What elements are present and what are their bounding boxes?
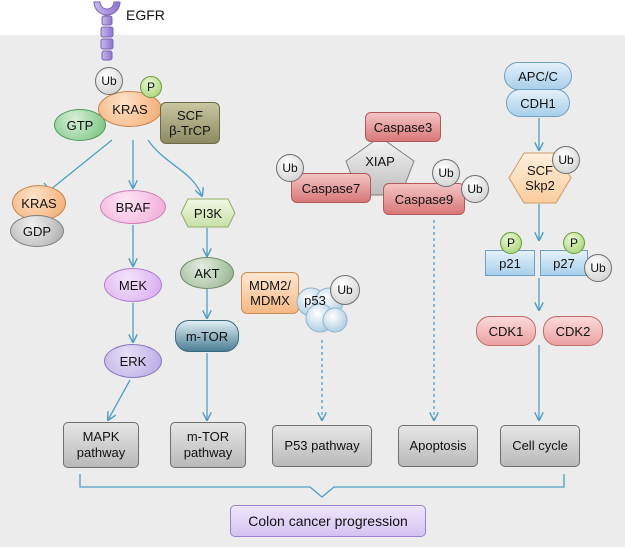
kras-ub-badge: Ub [95, 67, 123, 95]
p53-label: p53 [304, 292, 326, 308]
mtor-node: m-TOR [175, 320, 239, 352]
mtor-pathway-line1: m-TOR [186, 429, 230, 444]
p21-p-badge: P [500, 232, 522, 254]
caspase3-node: Caspase3 [365, 112, 441, 142]
p27-p-badge: P [563, 232, 585, 254]
scf-btrcp-line1: SCF [177, 108, 203, 123]
caspase7-ub-badge: Ub [276, 154, 304, 182]
scf-skp2-label: SCF Skp2 [508, 158, 572, 198]
gtp-node: GTP [54, 109, 106, 141]
scf-skp2-line1: SCF [527, 163, 553, 178]
p27-ub-badge: Ub [584, 254, 612, 282]
mdm-line1: MDM2/ [249, 278, 291, 293]
akt-node: AKT [180, 257, 234, 289]
gdp-node: GDP [10, 215, 64, 247]
braf-node: BRAF [100, 190, 166, 224]
mek-node: MEK [104, 268, 162, 302]
apcc-node: APC/C [504, 62, 572, 90]
caspase9-node: Caspase9 [383, 183, 465, 215]
mtor-pathway-line2: pathway [183, 445, 233, 460]
kras-pi3k-arrow [147, 139, 202, 196]
pathway-brace [79, 474, 565, 498]
apoptosis-box: Apoptosis [398, 425, 478, 467]
p53-cluster-shape [296, 287, 348, 333]
cell-cycle-box: Cell cycle [500, 425, 580, 467]
egfr-receptor-icon [93, 1, 121, 61]
kras-node: KRAS [98, 91, 162, 127]
mapk-pathway-line1: MAPK [82, 429, 120, 444]
kras-inhibit-line [49, 139, 113, 191]
p27-node: p27 [540, 250, 588, 276]
mdm2-mdmx-node: MDM2/ MDMX [241, 272, 299, 314]
caspase7-node: Caspase7 [291, 173, 371, 203]
cdh1-node: CDH1 [506, 89, 570, 117]
p53-ub-badge: Ub [330, 275, 360, 305]
pi3k-label: PI3K [193, 205, 223, 221]
mdm-line2: MDMX [250, 293, 290, 308]
cdk2-node: CDK2 [543, 316, 603, 346]
egfr-label: EGFR [126, 7, 165, 23]
erk-mapk-arrow [108, 379, 131, 420]
scf-skp2-line2: Skp2 [525, 178, 555, 193]
scf-btrcp-line2: β-TrCP [169, 123, 211, 138]
scf-btrcp-node: SCF β-TrCP [160, 102, 220, 144]
xiap-label: XIAP [365, 153, 395, 169]
colon-cancer-progression-box: Colon cancer progression [230, 505, 426, 537]
kras-p-badge: P [140, 76, 162, 98]
mapk-pathway-box: MAPK pathway [63, 422, 139, 468]
skp2-ub-badge: Ub [552, 146, 580, 174]
p53-pathway-box: P53 pathway [272, 425, 372, 467]
cdk1-node: CDK1 [476, 316, 536, 346]
mtor-pathway-box: m-TOR pathway [170, 422, 246, 468]
mapk-pathway-line2: pathway [76, 445, 126, 460]
caspase9-ub-badge-2: Ub [461, 175, 489, 203]
erk-node: ERK [104, 344, 162, 378]
caspase9-ub-badge-1: Ub [432, 159, 460, 187]
pi3k-hexagon-shape [180, 198, 236, 228]
